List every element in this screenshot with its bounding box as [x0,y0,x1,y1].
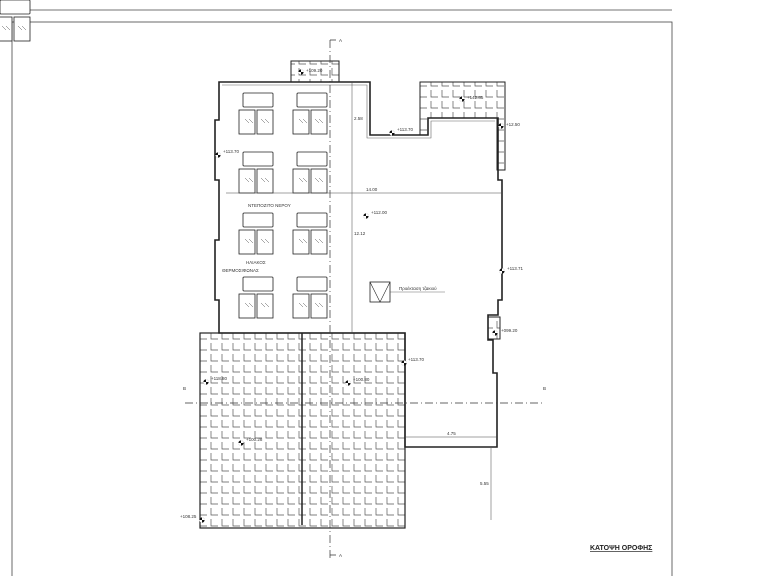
svg-text:+112.00: +112.00 [371,210,388,215]
tiled-roof-right [419,81,506,171]
svg-text:+109.20: +109.20 [306,68,323,73]
dimension-1: 2.58 [354,116,363,121]
dimension-2: 14.00 [366,187,378,192]
chimney-symbol [369,281,391,303]
section-mark-a-top: A [339,38,342,43]
svg-text:+118.80: +118.80 [211,376,228,381]
solar-heaters [0,0,328,319]
svg-text:+142.85: +142.85 [467,95,484,100]
drawing-title: ΚΑΤΟΨΗ ΟΡΟΦΗΣ [590,545,652,552]
tiled-roof-small [487,316,501,340]
dimension-lines [226,82,501,520]
dimension-5: 5.55 [480,481,489,486]
sheet-frame [11,21,673,576]
svg-text:+12.50: +12.50 [506,122,520,127]
section-mark-a-bottom: A [339,553,342,558]
dimension-4: 4.75 [447,431,456,436]
svg-text:+113.70: +113.70 [223,149,240,154]
section-mark-b-left: B [183,386,186,391]
svg-text:+113.70: +113.70 [408,357,425,362]
svg-text:+099.20: +099.20 [501,328,518,333]
solar-heater-label-2: ΘΕΡΜΟΣΙΦΩΝΑΣ [222,268,259,273]
chimney-label: Προέκταση τζακιού [399,285,437,291]
svg-text:+100.80: +100.80 [353,377,370,382]
svg-text:+113.70: +113.70 [397,127,414,132]
level-markers: +109.20 +142.85 +12.50 +113.70 +113.70 +… [180,68,524,523]
solar-heater-label-1: ΗΛΙΑΚΟΣ [246,260,266,265]
svg-text:+113.71: +113.71 [507,266,524,271]
building-outline [214,81,503,448]
svg-text:+100.28: +100.28 [246,437,263,442]
svg-text:+108.25: +108.25 [180,514,197,519]
section-mark-b-right: B [543,386,546,391]
water-tank-label: ΝΤΕΠΟΖΙΤΟ ΝΕΡΟΥ [248,203,291,208]
parapet-inner [222,84,495,139]
dimension-3: 12.12 [354,231,366,236]
